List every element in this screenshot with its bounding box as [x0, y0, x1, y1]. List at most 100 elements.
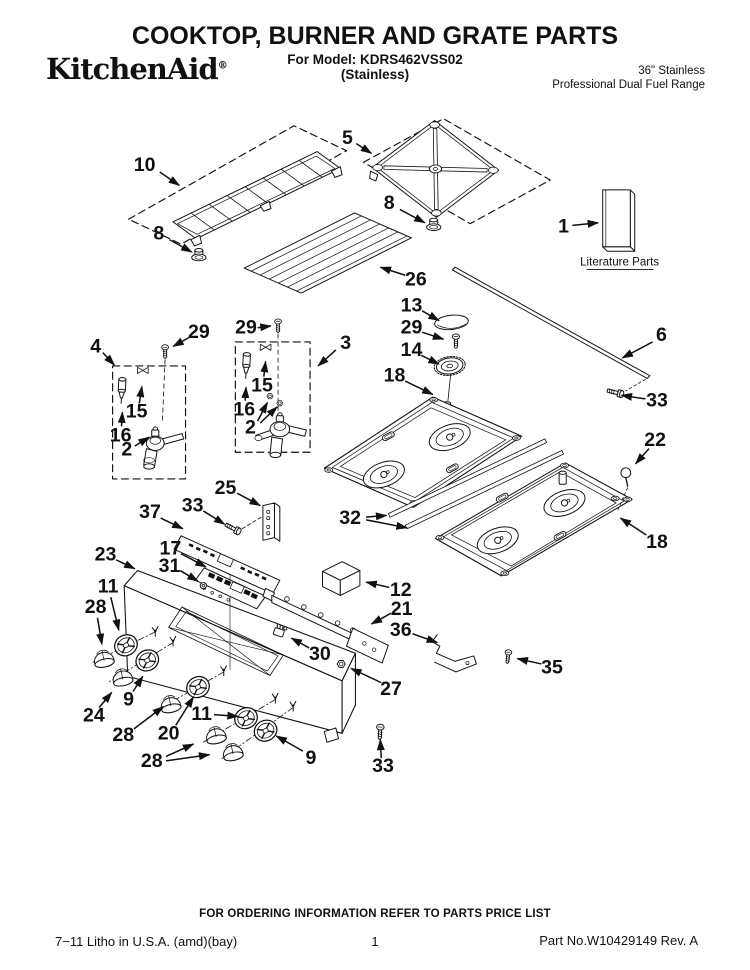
callout-layer: 1085812613291418633294151622931516222183… [83, 127, 668, 777]
orifice-15-icon [259, 343, 272, 351]
callout-label-29: 29 [188, 321, 210, 343]
callout-label-16: 16 [233, 399, 255, 421]
callout-arrow-33 [376, 738, 385, 759]
callout-label-15: 15 [126, 400, 148, 422]
callout-label-8: 8 [384, 192, 395, 214]
callout-arrow-8 [399, 208, 426, 224]
callout-arrow-15 [260, 360, 269, 377]
callout-label-21: 21 [391, 598, 413, 620]
callout-arrow-18 [619, 517, 647, 536]
page-title: COOKTOP, BURNER AND GRATE PARTS [131, 22, 619, 50]
callout-arrow-25 [236, 492, 262, 507]
callout-label-3: 3 [340, 332, 351, 354]
button-31 [199, 582, 207, 590]
callout-arrow-33 [620, 392, 646, 401]
literature-book-1 [602, 189, 636, 252]
callout-label-2: 2 [121, 439, 132, 461]
control-knob-28 [158, 693, 183, 715]
spec-type: Professional Dual Fuel Range [552, 79, 705, 91]
callout-arrow-8 [169, 238, 193, 253]
callout-label-16: 16 [110, 424, 132, 446]
callout-label-18: 18 [384, 365, 406, 387]
corner-grommet [511, 435, 521, 441]
control-panel-23 [123, 570, 356, 743]
callout-arrow-9 [275, 735, 304, 752]
valve-nut-icon [276, 400, 284, 407]
screw-33-icon [606, 386, 625, 399]
callout-label-31: 31 [159, 555, 181, 577]
callout-arrow-5 [355, 142, 373, 155]
screw-33-icon [375, 723, 385, 741]
spark-switch-30 [272, 623, 288, 638]
callout-label-10: 10 [134, 154, 156, 176]
callout-arrow-15 [136, 385, 145, 404]
corner-grommet [429, 396, 439, 403]
callout-label-37: 37 [139, 501, 161, 523]
callout-arrow-3 [317, 349, 337, 367]
orifice-15-icon [137, 366, 149, 375]
ordering-note: FOR ORDERING INFORMATION REFER TO PARTS … [199, 908, 551, 920]
callout-arrow-11 [213, 711, 239, 720]
gas-valve-2 [254, 412, 307, 459]
callout-arrow-28 [165, 743, 195, 758]
griddle-plate-26 [243, 212, 412, 294]
callout-label-8: 8 [153, 222, 164, 244]
callout-label-35: 35 [541, 657, 563, 679]
callout-arrow-21 [370, 612, 392, 625]
callout-label-29: 29 [401, 317, 423, 339]
burner-assembly-box-4 [112, 344, 187, 480]
callout-arrow-37 [160, 517, 184, 530]
callout-arrow-18 [404, 380, 434, 396]
screw-29-icon [161, 344, 169, 359]
kitchenaid-logo: KitchenAid® [46, 52, 228, 86]
callout-arrow-17 [180, 552, 207, 568]
corner-grommet [610, 495, 620, 502]
callout-label-24: 24 [83, 705, 105, 727]
callout-label-1: 1 [558, 215, 569, 237]
screw-29-icon [451, 333, 460, 349]
burner-grate-assembly-5 [362, 118, 551, 232]
callout-label-29: 29 [235, 317, 257, 339]
bracket-36 [431, 634, 477, 673]
callout-arrow-26 [379, 266, 406, 276]
gas-valve-2 [143, 426, 185, 470]
callout-arrow-28 [96, 617, 105, 646]
callout-arrow-22 [635, 448, 650, 465]
callout-arrow-28 [165, 752, 211, 762]
callout-label-13: 13 [401, 294, 423, 316]
cooktop-panel-right-18 [434, 462, 633, 577]
callout-arrow-35 [516, 657, 542, 665]
callout-label-27: 27 [380, 678, 402, 700]
page-number: 1 [371, 934, 379, 949]
callout-arrow-4 [102, 352, 115, 366]
bracket-25 [223, 502, 281, 542]
callout-arrow-24 [98, 691, 113, 709]
callout-label-36: 36 [390, 619, 412, 641]
callout-arrow-2 [256, 401, 269, 422]
callout-label-17: 17 [160, 537, 182, 559]
exploded-parts-diagram: Literature Parts 10858126132914186332941… [83, 118, 668, 777]
callout-arrow-32 [366, 512, 388, 521]
control-board-17 [194, 567, 267, 610]
callout-arrow-29 [172, 336, 190, 348]
appliance-spec: 36" Stainless Professional Dual Fuel Ran… [552, 64, 705, 92]
litho-line: 7−11 Litho in U.S.A. (amd)(bay) [55, 934, 238, 949]
callout-arrow-27 [350, 667, 382, 684]
callout-arrow-9 [132, 675, 144, 692]
callout-arrow-2 [134, 436, 150, 447]
trim-rail-6 [451, 266, 651, 399]
callout-label-28: 28 [141, 750, 163, 772]
callout-arrow-23 [115, 559, 136, 570]
callout-arrow-12 [365, 580, 390, 589]
callout-label-18: 18 [646, 531, 668, 553]
callout-label-2: 2 [245, 416, 256, 438]
callout-label-25: 25 [215, 477, 237, 499]
knobs-and-rings [91, 630, 294, 763]
finish-line: (Stainless) [340, 67, 410, 82]
callout-arrow-32 [365, 519, 408, 530]
callout-label-6: 6 [656, 324, 667, 346]
grate-foot-8 [426, 217, 442, 232]
callout-label-12: 12 [390, 579, 412, 601]
literature-parts-label: Literature Parts [580, 256, 659, 268]
